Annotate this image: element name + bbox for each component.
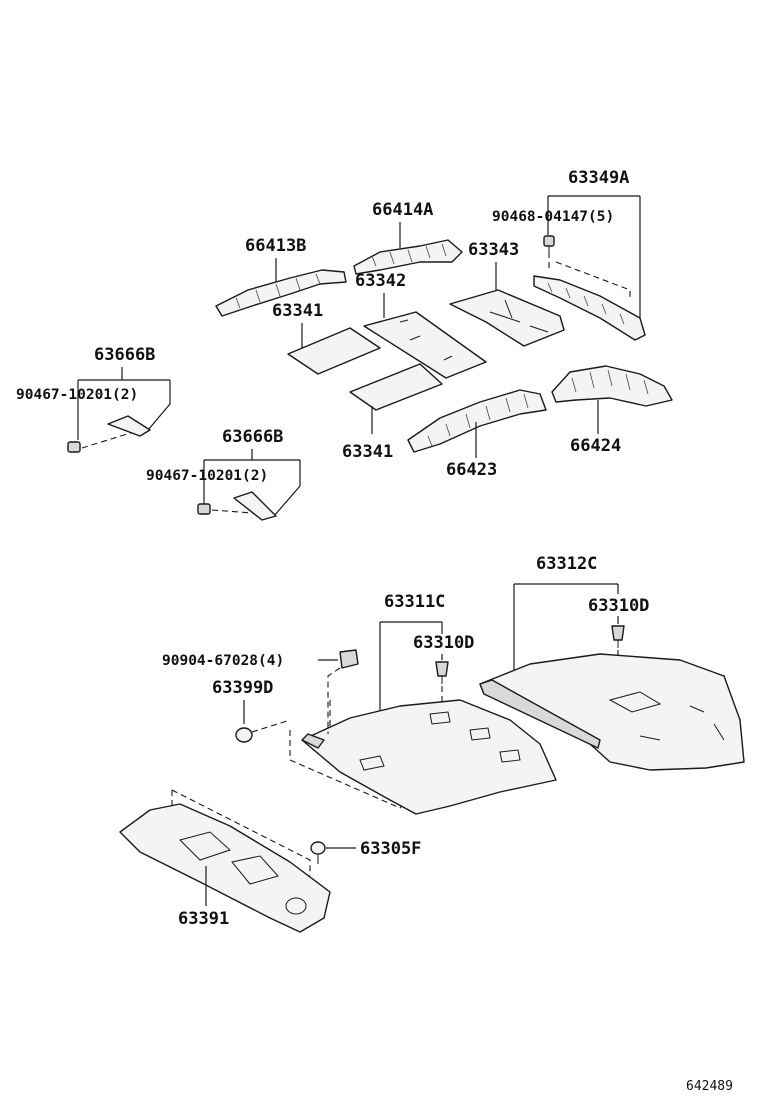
label-63349A: 63349A: [568, 168, 629, 188]
part-63343-icon: [449, 289, 565, 347]
label-63311C: 63311C: [384, 592, 445, 612]
label-63312C: 63312C: [536, 554, 597, 574]
label-63342: 63342: [355, 271, 406, 291]
label-66423: 66423: [446, 460, 497, 480]
label-63391: 63391: [178, 909, 229, 929]
label-66413B: 66413B: [245, 236, 306, 256]
leader-63312C: [513, 583, 619, 680]
label-66414A: 66414A: [372, 200, 433, 220]
leader-63349A: [547, 195, 641, 330]
part-66414A-icon: [353, 239, 463, 275]
label-63666B-right: 63666B: [222, 427, 283, 447]
part-63311C-icon: [289, 686, 557, 815]
part-63342-icon: [363, 311, 487, 379]
part-63666B-left-icon: [67, 415, 151, 453]
label-63399D: 63399D: [212, 678, 273, 698]
part-63349A-icon: [533, 252, 646, 341]
clip-63310D-mid-icon: [435, 661, 449, 684]
part-63312C-icon: [479, 650, 745, 771]
label-66424: 66424: [570, 436, 621, 456]
part-66423-icon: [407, 389, 547, 453]
label-63341-top: 63341: [272, 301, 323, 321]
label-63310D-right: 63310D: [588, 596, 649, 616]
clip-90468-icon: [543, 235, 555, 252]
label-63310D-mid: 63310D: [413, 633, 474, 653]
clip-90904-icon: [327, 649, 359, 734]
label-90468-04147: 90468-04147(5): [492, 209, 614, 225]
label-90467-right: 90467-10201(2): [146, 468, 268, 484]
leader-63666B-right: [203, 449, 301, 517]
label-90904-67028: 90904-67028(4): [162, 653, 284, 669]
clip-63305F-icon: [310, 841, 326, 864]
leader-63666B-left: [77, 367, 171, 440]
part-63341-bottom-icon: [349, 363, 443, 411]
label-63343: 63343: [468, 240, 519, 260]
cap-63399D-icon: [235, 719, 291, 743]
label-63341-bottom: 63341: [342, 442, 393, 462]
label-63305F: 63305F: [360, 839, 421, 859]
part-66424-icon: [551, 365, 673, 407]
reference-code: 642489: [686, 1079, 733, 1094]
part-63341-top-icon: [287, 327, 381, 375]
clip-63310D-right-icon: [611, 625, 625, 648]
leader-63311C: [379, 621, 443, 710]
part-63391-icon: [119, 789, 331, 933]
label-63666B-left: 63666B: [94, 345, 155, 365]
part-63666B-right-icon: [197, 491, 277, 521]
label-90467-left: 90467-10201(2): [16, 387, 138, 403]
part-66413B-icon: [215, 269, 347, 317]
